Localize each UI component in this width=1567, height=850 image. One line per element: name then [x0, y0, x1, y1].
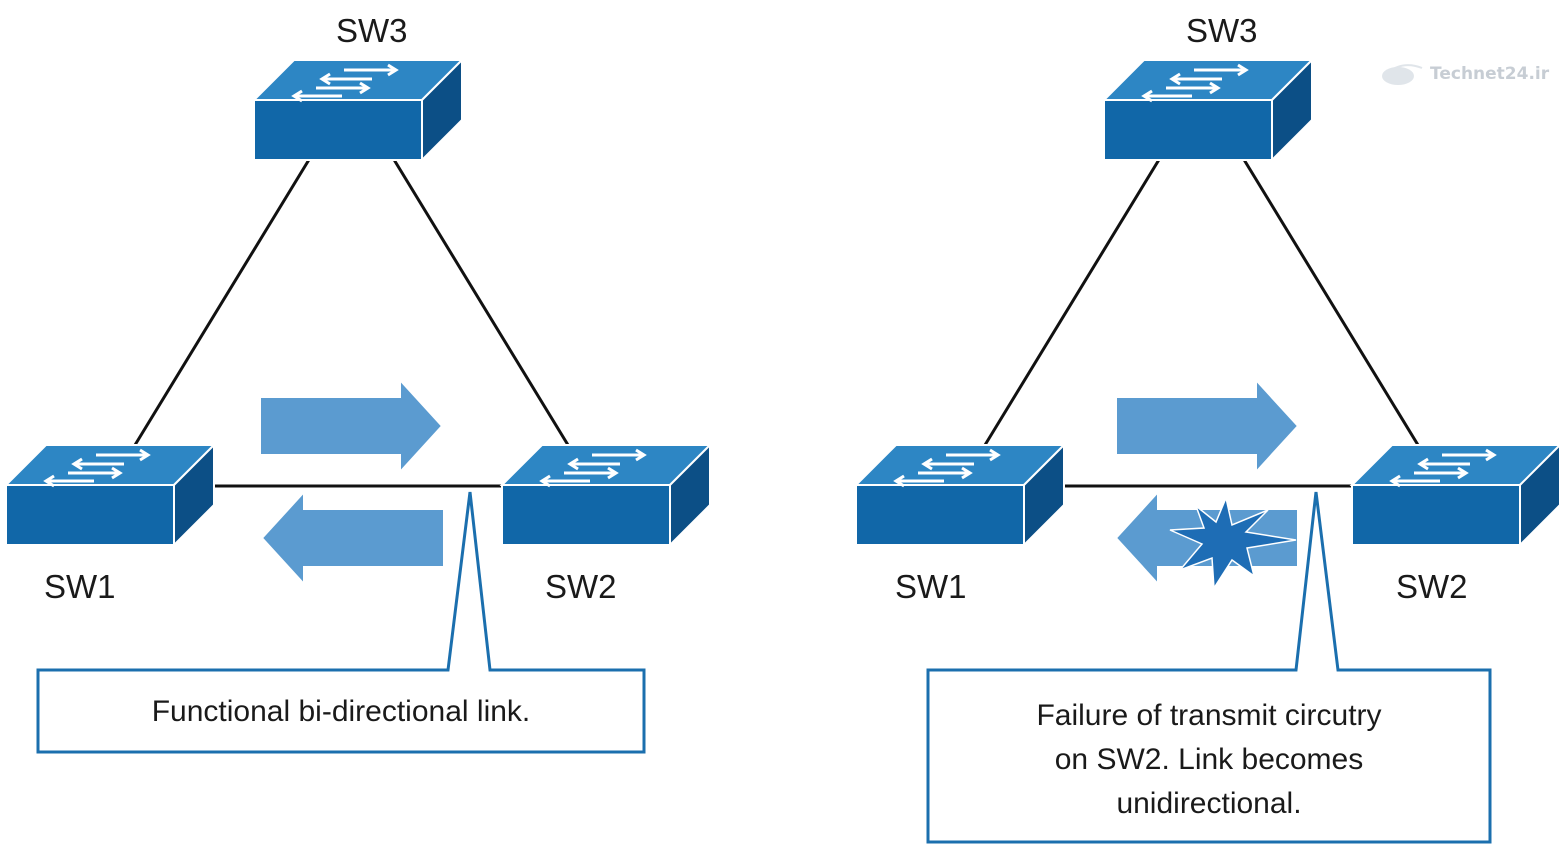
- right-links: [983, 157, 1420, 488]
- right-panel: [854, 58, 1562, 844]
- label-sw2-right: SW2: [1396, 568, 1468, 605]
- switch-sw3-right: [1102, 58, 1314, 162]
- left-panel: [4, 58, 712, 754]
- switch-sw3-left: [252, 58, 464, 162]
- link-sw3-sw1: [133, 157, 312, 446]
- callout-text-left: Functional bi-directional link.: [40, 690, 642, 734]
- callout-box-right: [926, 491, 1492, 844]
- watermark: Technet24.ir: [1380, 62, 1549, 86]
- label-sw2-left: SW2: [545, 568, 617, 605]
- callout-line: Failure of transmit circutry: [1036, 699, 1382, 732]
- label-sw3-left: SW3: [336, 12, 408, 49]
- callout-line: on SW2. Link becomes: [1054, 743, 1364, 776]
- label-sw3-right: SW3: [1186, 12, 1258, 49]
- switch-sw2-left: [500, 443, 712, 547]
- switch-sw1-left: [4, 443, 216, 547]
- callout-line: unidirectional.: [1116, 787, 1302, 820]
- label-sw1-right: SW1: [895, 568, 967, 605]
- left-links: [133, 157, 570, 488]
- arrow-right-left-panel: [259, 379, 443, 473]
- watermark-logo-icon: [1382, 64, 1423, 85]
- callout-box-left: [36, 491, 646, 754]
- arrow-right-right-panel: [1115, 379, 1299, 473]
- callout-line: Functional bi-directional link.: [151, 695, 531, 728]
- link-sw3-sw2-right: [1241, 157, 1420, 446]
- label-sw1-left: SW1: [44, 568, 116, 605]
- callout-text-right: Failure of transmit circutry on SW2. Lin…: [930, 694, 1488, 826]
- arrow-left-left-panel: [261, 491, 445, 585]
- link-sw3-sw2: [391, 157, 570, 446]
- watermark-text: Technet24.ir: [1430, 64, 1550, 84]
- switch-sw1-right: [854, 443, 1066, 547]
- failure-burst-icon: [1169, 495, 1297, 591]
- link-sw3-sw1-right: [983, 157, 1162, 446]
- switch-sw2-right: [1350, 443, 1562, 547]
